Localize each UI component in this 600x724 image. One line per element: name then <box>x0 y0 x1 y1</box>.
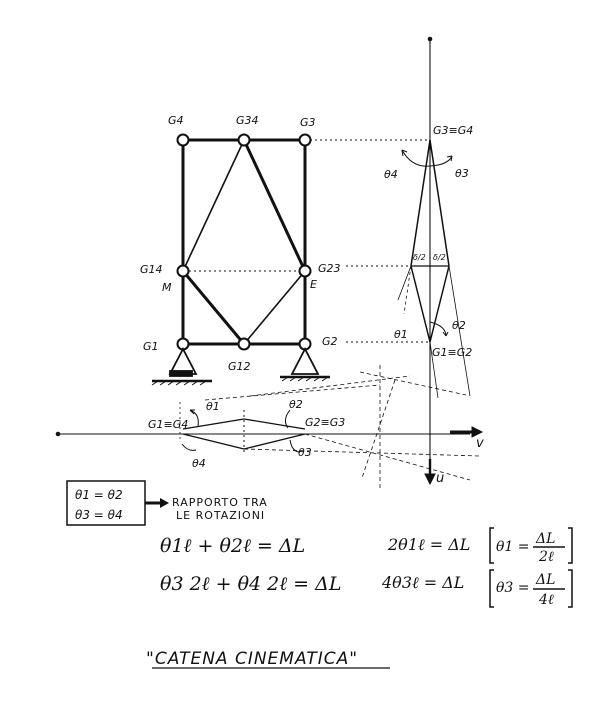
label-g2-g3: G2≡G3 <box>305 416 345 429</box>
caption-title: "CATENA CINEMATICA" <box>146 649 358 669</box>
ratio-note-line-2: LE ROTAZIONI <box>176 509 265 522</box>
result-2-denominator: 4ℓ <box>538 592 554 608</box>
label-half-left: δ/2 <box>413 253 426 262</box>
right-support <box>280 347 330 382</box>
equations: θ1ℓ + θ2ℓ = ΔL θ3 2ℓ + θ4 2ℓ = ΔL 2θ1ℓ =… <box>160 527 573 608</box>
ratio-line-2: θ3 = θ4 <box>75 508 123 522</box>
label-theta2-horizontal: θ2 <box>289 398 303 411</box>
node-label-g2: G2 <box>322 335 338 348</box>
label-theta2-vertical: θ2 <box>452 319 466 332</box>
label-g1-g2: G1≡G2 <box>432 346 472 359</box>
node-label-g23: G23 <box>318 262 341 275</box>
node-label-g1: G1 <box>143 340 159 353</box>
projection-lines <box>310 139 445 343</box>
hinge-nodes <box>176 133 312 351</box>
frame-structure <box>181 138 307 346</box>
label-theta3-top: θ3 <box>455 167 469 180</box>
result-2-lhs: θ3 = <box>496 580 530 596</box>
equation-2: θ3 2ℓ + θ4 2ℓ = ΔL <box>160 573 341 595</box>
caption: "CATENA CINEMATICA" <box>146 649 390 669</box>
label-half-right: δ/2 <box>433 253 446 262</box>
node-label-g4: G4 <box>168 114 184 127</box>
result-1-numerator: ΔL <box>535 531 555 547</box>
equation-1: θ1ℓ + θ2ℓ = ΔL <box>160 535 305 557</box>
node-label-g3: G3 <box>300 116 316 129</box>
label-theta1-horizontal: θ1 <box>206 400 220 413</box>
result-2-numerator: ΔL <box>535 572 555 588</box>
result-1-denominator: 2ℓ <box>538 549 554 565</box>
label-axis-u: u <box>436 471 444 486</box>
label-theta3-horizontal: θ3 <box>298 446 312 459</box>
vertical-rotation-diagram <box>397 36 471 468</box>
equation-3: 2θ1ℓ = ΔL <box>387 535 470 554</box>
node-label-m: M <box>162 281 172 294</box>
node-label-g12: G12 <box>228 360 251 373</box>
left-support <box>151 347 212 386</box>
equation-4: 4θ3ℓ = ΔL <box>381 573 464 592</box>
node-label-g14: G14 <box>140 263 163 276</box>
vertical-diagram-labels: G3≡G4 θ4 θ3 δ/2 δ/2 θ1 θ2 G1≡G2 <box>384 124 473 359</box>
label-theta4-top: θ4 <box>384 168 398 181</box>
ratio-note-line-1: RAPPORTO TRA <box>172 496 268 509</box>
label-g1-g4: G1≡G4 <box>148 418 188 431</box>
horizontal-rotation-diagram <box>55 365 484 490</box>
node-label-g34: G34 <box>236 114 259 127</box>
horizontal-diagram-labels: G1≡G4 θ1 θ2 G2≡G3 θ4 θ3 v u <box>148 398 484 486</box>
label-theta1-vertical: θ1 <box>394 328 408 341</box>
label-theta4-horizontal: θ4 <box>192 457 206 470</box>
ratio-line-1: θ1 = θ2 <box>75 488 123 502</box>
label-axis-v: v <box>476 436 484 451</box>
rotation-ratio-box: θ1 = θ2 θ3 = θ4 RAPPORTO TRA LE ROTAZION… <box>66 480 268 526</box>
result-1-lhs: θ1 = <box>496 539 530 555</box>
frame-labels: G4 G34 G3 G14 M G23 E G1 G12 G2 <box>140 114 341 373</box>
node-label-e: E <box>310 278 317 291</box>
label-g3-g4: G3≡G4 <box>433 124 473 137</box>
